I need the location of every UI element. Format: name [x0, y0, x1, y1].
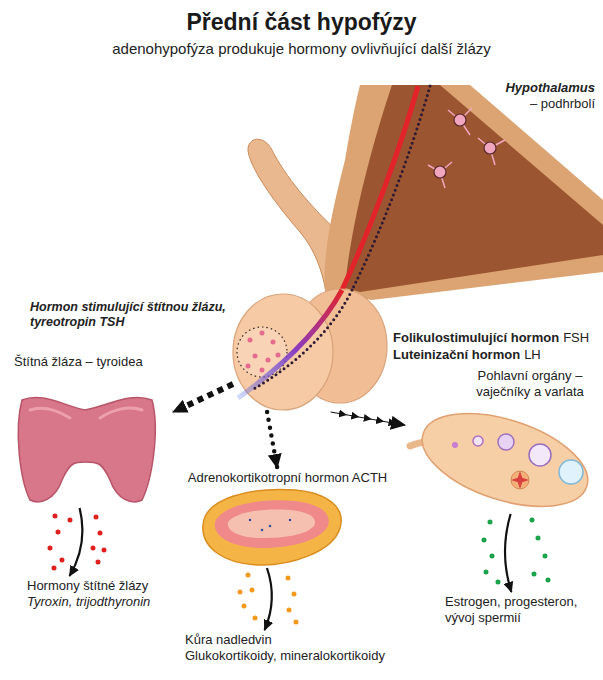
annotation-label: Luteinizační hormon [393, 347, 520, 363]
neuron [484, 142, 496, 154]
portal-dots [252, 290, 352, 390]
hypothalamus-band [325, 85, 603, 300]
node-text: Pohlavní orgány – vaječníky a varlata [465, 368, 595, 400]
hormone-arrow [267, 412, 277, 468]
sex-hormone-dots [484, 520, 548, 582]
node-text: Hormony štítné žlázy [27, 578, 150, 594]
node-shape: Hormony štítné žlázyTyroxin, trijodthyro… [25, 576, 152, 612]
adrenal-dots [250, 520, 290, 530]
node-text: Estrogen, progesteron, vývoj spermií [445, 594, 593, 626]
ovary [411, 395, 599, 524]
neuron [454, 114, 466, 126]
thyroid-gland [18, 397, 155, 501]
hormone-arrow [265, 568, 272, 630]
diagram-title: Přední část hypofýzy [0, 8, 603, 36]
secretory-cell-area [237, 327, 287, 377]
node-text: Kůra nadledvin [185, 632, 385, 648]
adrenal-medulla [228, 510, 315, 539]
corticoid-dots [240, 575, 296, 622]
hormone-arrow [70, 508, 83, 576]
hormone-arrow [331, 412, 405, 425]
neurosecretion-dots [352, 86, 430, 290]
annotation-label: FSH [563, 330, 589, 346]
node-text: Štítná žláza – tyroidea [14, 354, 171, 370]
secretory-cells [248, 333, 278, 370]
node-shape: Hypothalamus– podhrbolí [233, 285, 388, 412]
hormone-arrow [505, 514, 511, 592]
neuron [434, 166, 446, 178]
annotation-label: adenohypofýza produkuje hormony ovlivňuj… [0, 40, 603, 58]
annotation-label: LH [524, 347, 541, 363]
adrenal-cortex [215, 500, 329, 548]
corpus-star [511, 471, 529, 489]
follicle [473, 436, 483, 446]
follicle [529, 444, 551, 466]
node-text: Adrenokortikotropní hormon ACTH [187, 470, 388, 486]
node-text: – podhrbolí [530, 96, 595, 112]
node-shape: Kůra nadledvinGlukokortikoidy, mineralok… [183, 630, 387, 666]
node-shape: Estrogen, progesteron, vývoj spermií [443, 592, 595, 628]
annotation-label: Hormon stimulující štítnou žlázu, tyreot… [30, 300, 245, 330]
node-text: Glukokortikoidy, mineralokortikoidy [185, 648, 385, 664]
follicle [498, 434, 514, 450]
neuron-dendrites [428, 108, 505, 188]
mature-follicle [559, 460, 583, 484]
portal-vessel [238, 290, 342, 398]
node-shape: Adrenokortikotropní hormon ACTH [185, 468, 390, 568]
node-shape: Pohlavní orgány – vaječníky a varlata [405, 366, 597, 514]
adrenal-gland [203, 490, 341, 566]
node-text: Tyroxin, trijodthyronin [27, 594, 150, 610]
blood-vessel [342, 86, 418, 290]
node-text: Hypothalamus [505, 80, 595, 96]
corpus-luteum [511, 471, 529, 489]
thyroid-highlight [30, 408, 142, 418]
hormone-arrow [173, 384, 233, 412]
annotation-label: Folikulostimulující hormon [393, 330, 559, 346]
follicle [452, 442, 458, 448]
node-shape: Štítná žláza – tyroidea [12, 352, 173, 508]
